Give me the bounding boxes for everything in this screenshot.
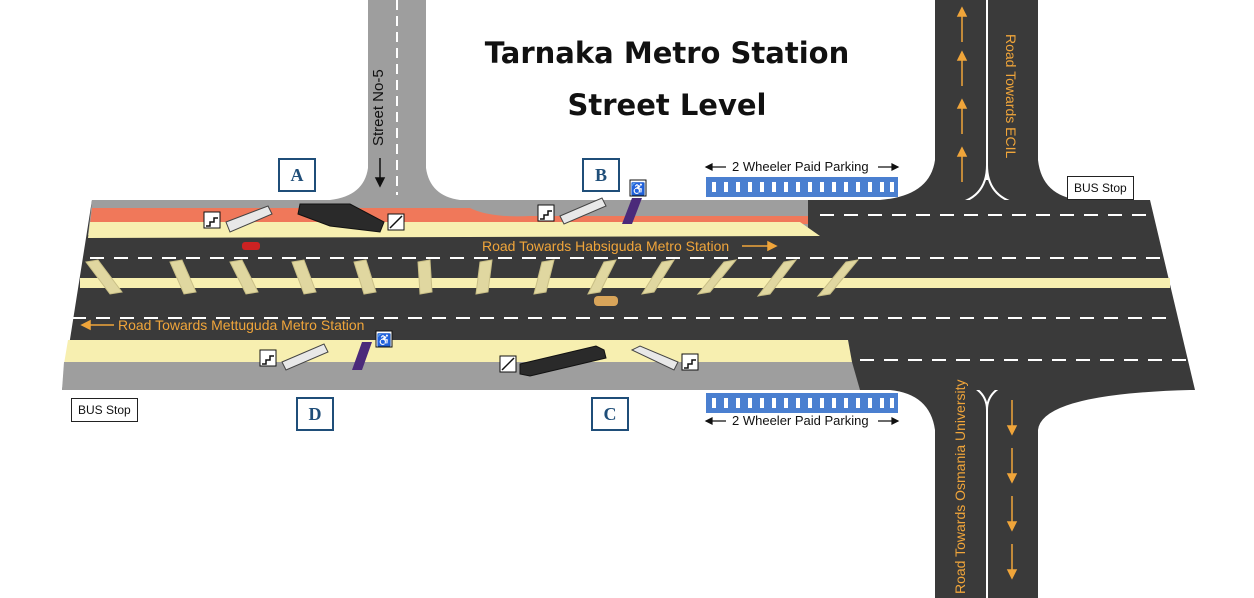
road-label-ecil: Road Towards ECIL <box>1003 34 1019 159</box>
street-no5-label: Street No-5 <box>370 69 387 146</box>
bus-stop-sign: BUS Stop <box>71 398 138 422</box>
road-label-osmania: Road Towards Osmania University <box>952 379 968 595</box>
wheelchair-icon: ♿ <box>629 179 647 197</box>
osmania-road <box>890 390 1190 598</box>
car-icon <box>594 296 618 306</box>
entry-c[interactable]: C <box>591 397 629 431</box>
escalator-icon <box>387 213 405 231</box>
bus-stop-sign: BUS Stop <box>1067 176 1134 200</box>
parking-label-top: 2 Wheeler Paid Parking <box>732 159 869 174</box>
road-label-habsiguda: Road Towards Habsiguda Metro Station <box>482 238 730 254</box>
entry-b[interactable]: B <box>582 158 620 192</box>
entry-a[interactable]: A <box>278 158 316 192</box>
accessible-ramp <box>352 342 372 370</box>
escalator-icon <box>499 355 517 373</box>
stairs-structure <box>225 205 273 233</box>
pillar-median <box>80 278 1170 288</box>
parking-strip-bottom <box>706 393 898 413</box>
stairs-icon <box>681 353 699 371</box>
road-label-mettuguda: Road Towards Mettuguda Metro Station <box>118 317 365 333</box>
svg-text:♿: ♿ <box>377 333 392 347</box>
stairs-structure <box>559 197 607 225</box>
page-title: Tarnaka Metro Station <box>484 36 850 70</box>
stairs-icon <box>259 349 277 367</box>
stairs-icon <box>537 204 555 222</box>
stairs-structure <box>281 343 329 371</box>
entry-d[interactable]: D <box>296 397 334 431</box>
parking-label-bottom: 2 Wheeler Paid Parking <box>732 413 869 428</box>
svg-text:♿: ♿ <box>631 182 646 196</box>
page-subtitle: Street Level <box>567 88 767 122</box>
escalator-structure <box>519 345 607 377</box>
lower-sidewalk <box>62 362 860 390</box>
ecil-road <box>880 0 1080 200</box>
stairs-structure <box>630 345 679 371</box>
wheelchair-icon: ♿ <box>375 330 393 348</box>
upper-median <box>88 222 820 238</box>
metro-pillars <box>85 259 860 297</box>
lower-median <box>64 340 852 364</box>
stairs-icon <box>203 211 221 229</box>
accessible-ramp <box>622 198 642 224</box>
escalator-structure <box>297 203 385 233</box>
car-icon <box>242 242 260 250</box>
parking-strip-top <box>706 177 898 197</box>
street-no5-road <box>330 0 460 200</box>
